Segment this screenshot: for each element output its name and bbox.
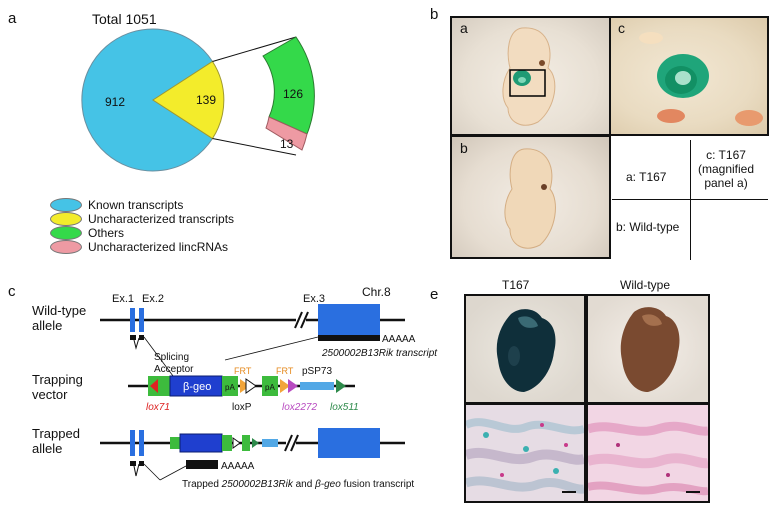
embryo-illustration <box>504 148 556 249</box>
lox2272-label: lox2272 <box>282 402 317 413</box>
loxp-label: loxP <box>232 402 252 413</box>
panel-a-chart: Total 1051 912 139 126 13 <box>81 11 315 172</box>
connector-line-bottom <box>212 138 297 156</box>
legend-label: Uncharacterized lincRNAs <box>88 240 229 254</box>
beta-geo-label: β-geo <box>183 381 211 393</box>
psp73-label: pSP73 <box>302 366 332 377</box>
exon1 <box>130 308 135 332</box>
panel-c-letter: c <box>8 283 16 300</box>
chart-title: Total 1051 <box>92 11 157 27</box>
column-header-t167: T167 <box>502 278 530 292</box>
fusion-transcript-bar <box>186 460 218 469</box>
key-t167: a: T167 <box>626 170 667 184</box>
frt-label-2: FRT <box>276 366 294 376</box>
splicing-acceptor-line1: Splicing <box>154 352 189 363</box>
legend-label: Known transcripts <box>88 198 184 212</box>
slice-value-lincrna: 13 <box>280 137 294 151</box>
wt-polya: AAAAA <box>382 334 416 345</box>
embryo-photo-wildtype <box>450 135 611 259</box>
legend-label: Uncharacterized transcripts <box>88 212 235 226</box>
histology-t167 <box>464 403 586 503</box>
splice-acceptor-box <box>148 376 170 396</box>
fusion-polya: AAAAA <box>221 461 255 472</box>
exon3-label: Ex.3 <box>303 293 325 305</box>
wt-transcript-label: 2500002B13Rik transcript <box>321 348 438 359</box>
scale-bar <box>686 491 700 493</box>
gene-trap-diagram: Wild-type allele Trapping vector Trapped… <box>32 285 438 490</box>
exon3 <box>318 304 380 336</box>
embryo-illustration <box>502 27 556 126</box>
scale-bar <box>562 491 576 493</box>
psp73-box <box>300 382 334 390</box>
breakdown-lincrna <box>265 116 308 151</box>
slice-value-uncharacterized: 139 <box>196 93 216 107</box>
pie-slice-uncharacterized <box>152 60 225 140</box>
heart-illustration-wildtype <box>620 307 680 392</box>
legend-label: Others <box>88 226 125 240</box>
fusion-transcript-label: Trapped 2500002B13Rik and β-geo fusion t… <box>182 479 414 490</box>
row-label-trapped-1: Trapped <box>32 426 80 441</box>
legend-swatch <box>50 198 82 212</box>
magnified-illustration <box>639 32 763 126</box>
row-label-vector-1: Trapping <box>32 372 83 387</box>
histology-wildtype <box>586 403 710 503</box>
histology-illustration-t167 <box>464 418 586 494</box>
magnify-box <box>509 69 546 97</box>
exon2 <box>139 308 144 332</box>
heart-photo-wildtype <box>586 294 710 404</box>
row-label-vector-2: vector <box>32 387 68 402</box>
key-magnified: c: T167 (magnified panel a) <box>698 148 755 190</box>
legend-swatch <box>50 226 82 240</box>
chromosome-label: Chr.8 <box>362 285 391 299</box>
panel-a-letter: a <box>8 10 17 27</box>
wt-transcript-bar <box>318 335 380 341</box>
row-label-trapped-2: allele <box>32 441 62 456</box>
exon2-label: Ex.2 <box>142 293 164 305</box>
slice-value-others: 126 <box>283 87 303 101</box>
legend-item-known: Known transcripts <box>50 198 183 212</box>
row-label-wt-2: allele <box>32 318 62 333</box>
panel-b-letter: b <box>430 6 439 23</box>
legend-item-uncharacterized: Uncharacterized transcripts <box>50 212 234 226</box>
polya-label-1: pA <box>225 383 235 392</box>
polya-label-2: pA <box>265 383 275 392</box>
key-wildtype: b: Wild-type <box>616 220 680 234</box>
embryo-photo-t167 <box>450 16 611 136</box>
row-label-wt-1: Wild-type <box>32 303 86 318</box>
polya-box-2 <box>262 376 278 396</box>
subpanel-b-letter: b <box>460 140 468 156</box>
lox71-label: lox71 <box>146 402 170 413</box>
legend-item-lincrna: Uncharacterized lincRNAs <box>50 240 228 254</box>
key-divider-horizontal <box>612 199 768 200</box>
exon1-label: Ex.1 <box>112 293 134 305</box>
heart-illustration-t167 <box>496 309 556 392</box>
legend-swatch <box>50 240 82 254</box>
polya-box-1 <box>222 376 238 396</box>
heart-photo-t167 <box>464 294 586 404</box>
slice-value-known: 912 <box>105 95 125 109</box>
histology-illustration-wildtype <box>586 421 709 496</box>
subpanel-c-letter: c <box>618 20 625 36</box>
panel-e-letter: e <box>430 286 439 303</box>
embryo-photo-magnified <box>609 16 769 136</box>
frt-label-1: FRT <box>234 366 252 376</box>
key-divider-vertical <box>690 140 691 260</box>
lox511-label: lox511 <box>330 402 359 413</box>
legend-swatch <box>50 212 82 226</box>
subpanel-a-letter: a <box>460 20 468 36</box>
pie-slice-known <box>81 28 214 172</box>
legend-item-others: Others <box>50 226 124 240</box>
connector-line-top <box>212 36 297 62</box>
column-header-wildtype: Wild-type <box>620 278 671 292</box>
splicing-acceptor-line2: Acceptor <box>154 364 194 375</box>
